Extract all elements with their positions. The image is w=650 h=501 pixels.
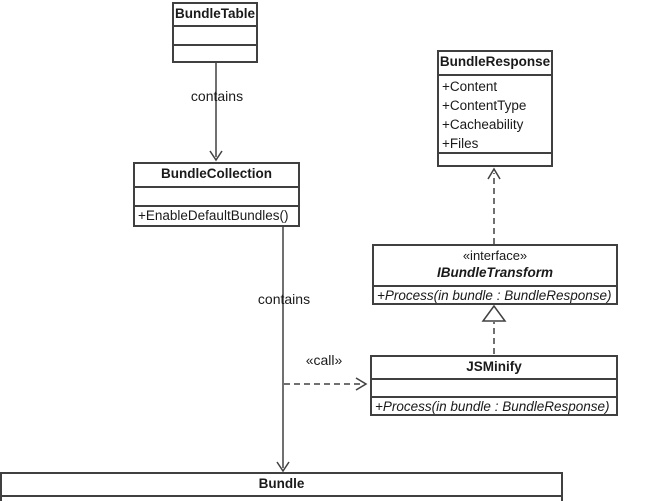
methods-compartment-empty <box>439 152 551 165</box>
class-name: BundleResponse <box>439 54 551 69</box>
attribute-label: +Content <box>442 79 498 94</box>
method-label: +Process(in bundle : BundleResponse) <box>374 285 616 303</box>
class-name: BundleCollection <box>161 166 272 181</box>
class-box-jsminify: JSMinify +Process(in bundle : BundleResp… <box>370 355 618 416</box>
stereotype-label: «interface» <box>462 248 528 263</box>
open-arrowhead-up-icon <box>487 167 501 180</box>
edge-jsminify-realizes-ibundletransform <box>481 304 507 354</box>
attributes-compartment-empty <box>135 186 298 205</box>
class-name: BundleTable <box>174 6 255 21</box>
class-box-bundle: Bundle <box>0 472 563 501</box>
edge-bundlecollection-contains-bundle <box>276 227 290 473</box>
open-arrowhead-right-icon <box>355 377 368 391</box>
attribute-label: +ContentType <box>442 98 527 113</box>
attributes-compartment: +Content +ContentType +Cacheability +Fil… <box>439 74 551 152</box>
class-box-bundle-collection: BundleCollection +EnableDefaultBundles() <box>133 162 300 227</box>
edge-call-jsminify <box>284 377 368 391</box>
interface-name: IBundleTransform <box>436 265 553 280</box>
hollow-triangle-arrowhead-icon <box>481 304 507 322</box>
class-name: JSMinify <box>466 359 522 374</box>
attributes-compartment-empty <box>2 495 561 501</box>
edge-label-call: «call» <box>305 352 343 368</box>
interface-header: «interface» IBundleTransform <box>374 246 616 285</box>
open-arrowhead-down-icon <box>209 150 223 162</box>
method-label: +Process(in bundle : BundleResponse) <box>372 396 616 414</box>
edge-ibundletransform-dependency-bundleresponse <box>487 167 501 244</box>
open-arrowhead-down-icon <box>276 461 290 473</box>
attribute-label: +Cacheability <box>442 117 524 132</box>
class-box-bundle-response: BundleResponse +Content +ContentType +Ca… <box>437 50 553 167</box>
interface-box-ibundletransform: «interface» IBundleTransform +Process(in… <box>372 244 618 305</box>
class-box-bundle-table: BundleTable <box>172 2 258 63</box>
methods-compartment-empty <box>174 44 256 61</box>
attribute-label: +Files <box>442 136 479 151</box>
edge-bundletable-contains-bundlecollection <box>209 63 223 162</box>
edge-label-contains: contains <box>257 291 311 307</box>
attributes-compartment-empty <box>174 25 256 44</box>
attributes-compartment-empty <box>372 377 616 397</box>
method-label: +EnableDefaultBundles() <box>135 205 298 225</box>
edge-label-contains: contains <box>190 88 244 104</box>
class-name: Bundle <box>258 476 305 491</box>
